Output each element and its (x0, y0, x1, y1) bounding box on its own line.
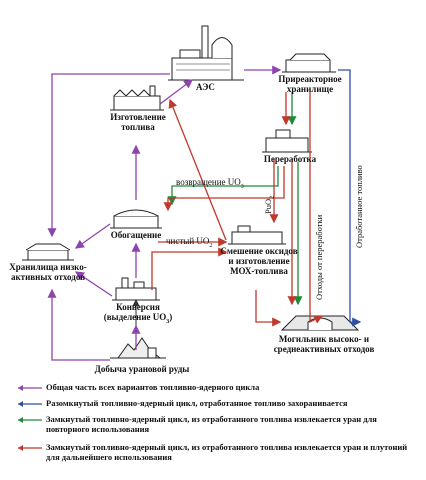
low-waste-label: Хранилища низко- активных отходов (6, 262, 90, 282)
legend-arrow-icon (18, 417, 42, 423)
mox-building-icon (228, 225, 286, 245)
enrichment-label: Обогащение (110, 230, 162, 240)
mox-line1: Смешение оксидов (220, 246, 298, 256)
enrichment-building-icon (110, 209, 162, 229)
low-waste-line1: Хранилища низко- (9, 262, 87, 272)
repository-label: Могильник высоко- и среднеактивных отход… (272, 334, 376, 354)
waste-reproc-label: Отходы от переработки (314, 214, 324, 300)
storage-label: Приреакторное хранилище (270, 74, 350, 94)
legend-text: Разомкнутый топливно-ядерный цикл, отраб… (46, 398, 348, 408)
uranium-cycle-arrows (167, 92, 303, 306)
low-waste-line2: активных отходов (10, 272, 85, 282)
storage-building-icon (282, 53, 336, 73)
mox-label: Смешение оксидов и изготовление МОХ-топл… (216, 246, 302, 276)
conversion-line2: (выделение UO3) (103, 312, 173, 325)
repository-icon (280, 315, 360, 331)
pure-uo-label: чистый UO2 (166, 236, 213, 249)
legend-text: Замкнутый топливно-ядерный цикл, из отра… (46, 414, 377, 434)
common-cycle-arrows (47, 65, 282, 361)
mox-line3: МОХ-топлива (230, 266, 288, 276)
open-cycle-arrows (338, 69, 362, 327)
repository-line1: Могильник высоко- и (278, 334, 370, 344)
mining-label: Добыча урановой руды (94, 364, 190, 374)
legend-text: Общая часть всех вариантов топливно-ядер… (46, 382, 260, 392)
storage-label-line1: Приреакторное (278, 74, 342, 84)
legend-arrow-icon (18, 401, 42, 407)
fuel-fab-label: Изготовление топлива (98, 112, 178, 132)
conversion-line1: Конверсия (116, 302, 160, 312)
npp-building-icon (168, 25, 244, 81)
low-waste-building-icon (22, 243, 74, 261)
spent-fuel-label: Отработанное топливо (354, 165, 364, 248)
repository-line2: среднеактивных отходов (273, 344, 375, 354)
reprocessing-label: Переработка (263, 154, 317, 164)
conversion-building-icon (112, 277, 160, 301)
legend-arrow-icon (18, 385, 42, 391)
npp-label: АЭС (196, 82, 215, 92)
puo-label: PuO2 (263, 195, 276, 214)
conversion-label: Конверсия (выделение UO3) (98, 302, 178, 327)
reprocessing-building-icon (262, 129, 312, 153)
mox-cycle-arrows (151, 92, 324, 327)
legend-text: Замкнутый топливно-ядерный цикл, из отра… (46, 442, 408, 462)
mining-building-icon (110, 337, 166, 359)
fuel-fab-line2: топлива (121, 122, 155, 132)
storage-label-line2: хранилище (286, 84, 334, 94)
conversion-subscript: 3 (166, 318, 170, 325)
legend-arrow-icon (18, 445, 42, 451)
fuel-fab-line1: Изготовление (110, 112, 166, 122)
return-uo-label: возвращение UO3 (176, 177, 244, 190)
mox-line2: и изготовление (228, 256, 290, 266)
fuel-fab-building-icon (110, 85, 164, 111)
